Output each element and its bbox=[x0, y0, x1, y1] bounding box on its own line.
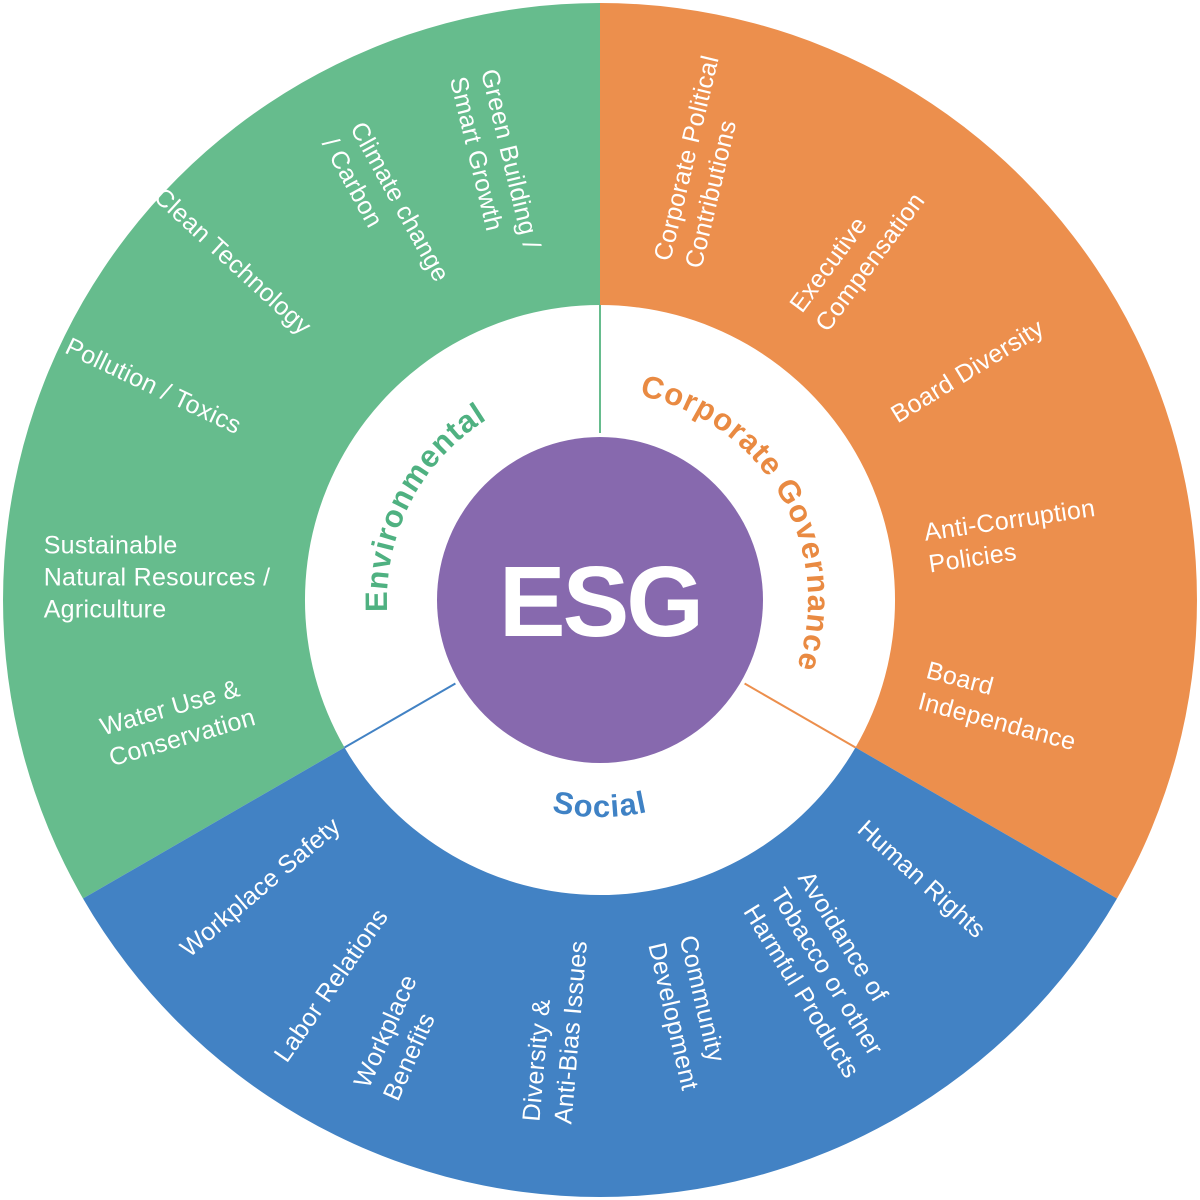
segment-social bbox=[83, 747, 1117, 1197]
ring-title-social-text: Social bbox=[550, 784, 648, 824]
divider-social-environmental bbox=[344, 682, 456, 749]
divider-governance-social bbox=[744, 682, 856, 749]
segment-environmental bbox=[3, 3, 600, 899]
label-sustainable-natural-resources-agriculture: Sustainable Natural Resources / Agricult… bbox=[43, 531, 271, 623]
esg-label: ESG bbox=[499, 546, 701, 658]
center-circle bbox=[437, 437, 763, 763]
ring-title-social: Social bbox=[550, 784, 649, 824]
segment-corporate-governance bbox=[600, 3, 1197, 899]
